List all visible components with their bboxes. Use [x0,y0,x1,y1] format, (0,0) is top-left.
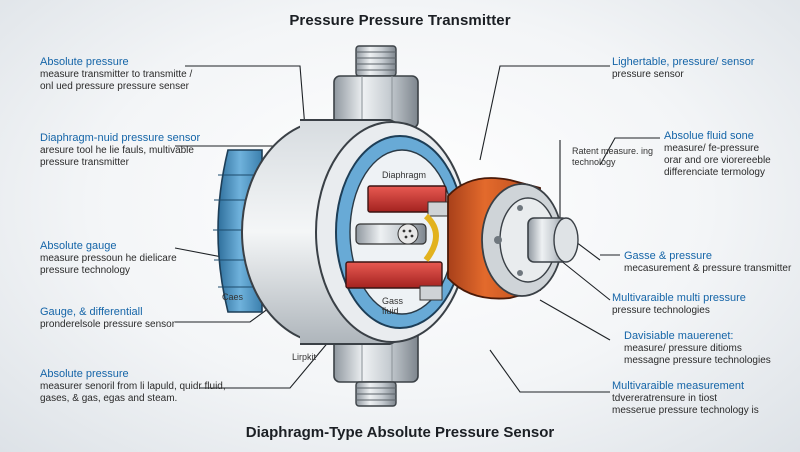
callout-body: pressure technology [40,265,131,276]
callout-body: pronderelsole pressure sensor [40,319,176,330]
callout-heading: Gauge, & differentiall [40,306,143,318]
middle-note: Ratent measure. ing technology [572,146,653,168]
callout-body: measure transmitter to transmitte / [40,69,193,80]
callout-heading: Gasse & pressure [624,250,713,262]
callout-body: measurer senoril from li lapuld, quidr f… [40,381,226,392]
callout-body: pressure transmitter [40,157,129,168]
callout-body: measure pressoun he dielicare [40,253,177,264]
callout-heading: Multivaraible measurement [612,380,745,392]
lirpkit-label: Lirpkit [292,352,317,362]
right-callout-4: Multivaraible multi pressure pressure te… [612,292,746,317]
callout-body: messerue pressure technology is [612,405,759,416]
caes-label: Caes [222,292,244,302]
callout-body: pressure sensor [612,69,684,80]
diaphragm-bottom-line: fiuid [382,306,399,316]
callout-heading: Davisiable mauerenet: [624,330,734,342]
left-callout-2: Diaphragm-nuid pressure sensor aresure t… [40,132,200,169]
right-callout-6: Multivaraible measurement tdvereratrensu… [612,380,759,417]
right-callout-3: Gasse & pressure mecasurement & pressure… [624,250,791,275]
callout-body: measure/ pressure ditioms [624,343,742,354]
callout-heading: Absolute pressure [40,368,129,380]
right-callout-5: Davisiable mauerenet: measure/ pressure … [624,330,771,367]
right-callout-1: Lighertable, pressure/ sensor pressure s… [612,56,754,81]
top-fitting [333,45,419,129]
diaphragm-bottom-line: Gass [382,296,404,306]
callout-heading: Absolute pressure [40,56,129,68]
callout-body: tdvereratrensure in tiost [612,393,718,404]
diaphragm-bottom-label: Gass fiuid [382,296,403,316]
diagram-title: Pressure Pressure Transmitter [289,12,511,29]
callout-body: measure/ fe-pressure [664,143,760,154]
callout-body: messagne pressure technologies [624,355,771,366]
callout-body: orar and ore viorereeble [664,155,771,166]
callout-heading: Absolute gauge [40,240,117,252]
callout-body: pressure technologies [612,305,710,316]
middle-note-line: Ratent measure. ing [572,146,654,156]
callout-body: differenciate termology [664,167,765,178]
right-callout-2: Absolue fluid sone measure/ fe-pressure … [664,130,771,179]
right-connector [447,177,579,300]
left-callout-5: Absolute pressure measurer senoril from … [40,368,226,405]
callout-heading: Lighertable, pressure/ sensor [612,56,755,68]
inner-sensor-cavity [335,135,465,329]
callout-body: mecasurement & pressure transmitter [624,263,792,274]
callout-heading: Multivaraible multi pressure [612,292,746,304]
callout-body: onl ued pressure pressure senser [40,81,189,92]
diaphragm-top-label: Diaphragm [382,170,427,180]
callout-body: aresure tool he lie fauls, multivable [40,145,194,156]
left-callout-1: Absolute pressure measure transmitter to… [40,56,192,93]
callout-heading: Absolue fluid sone [664,130,754,142]
diagram-footer-title: Diaphragm-Type Absolute Pressure Sensor [245,424,555,441]
left-callout-3: Absolute gauge measure pressoun he dieli… [40,240,177,277]
callout-body: gases, & gas, egas and steam. [40,393,178,404]
callout-heading: Diaphragm-nuid pressure sensor [40,132,201,144]
left-callout-4: Gauge, & differentiall pronderelsole pre… [40,306,175,331]
middle-note-line: technology [572,157,616,167]
